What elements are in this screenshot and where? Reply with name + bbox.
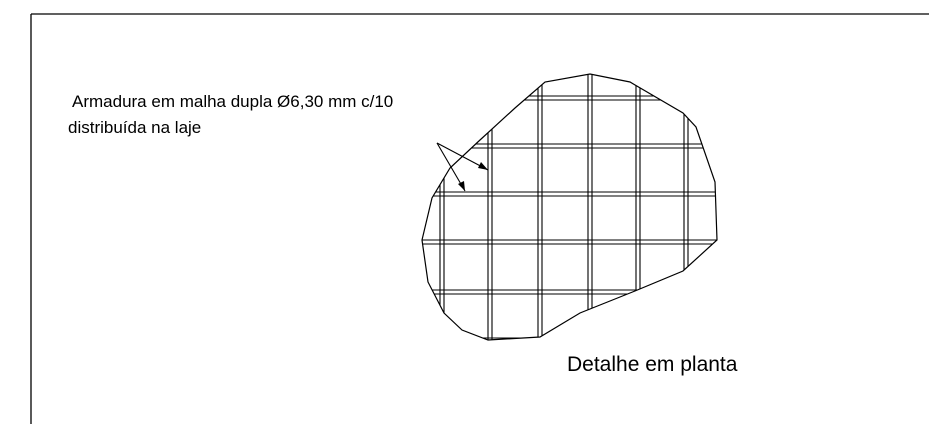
reinforcement-mesh [422,74,717,340]
callout-text-line-1: Armadura em malha dupla Ø6,30 mm c/10 [72,92,394,111]
callout-text-line-2: distribuída na laje [68,118,202,137]
arrowhead-upper [478,162,488,170]
drawing-frame [30,13,929,424]
drawing-caption: Detalhe em planta [567,353,738,376]
arrowhead-lower [458,181,465,191]
slab-outline [421,73,718,341]
leader-arrowheads [458,162,488,191]
